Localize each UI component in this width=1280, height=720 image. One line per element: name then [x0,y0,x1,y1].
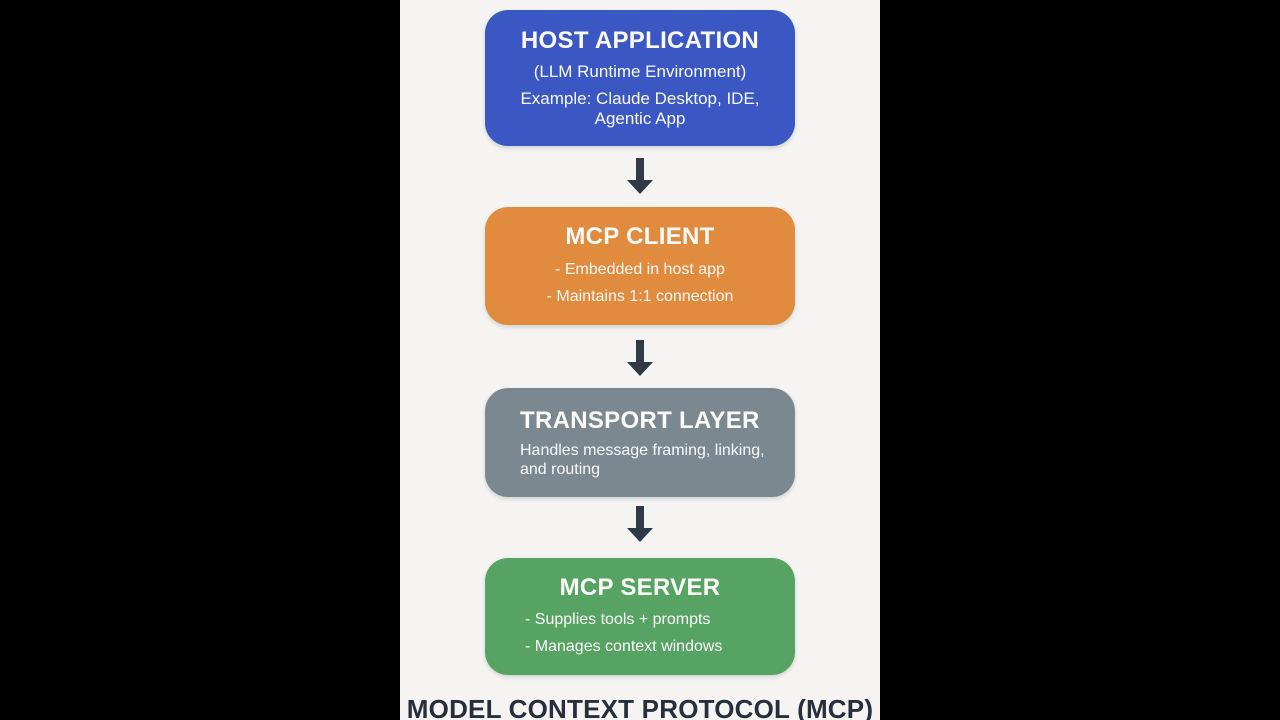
node-title: TRANSPORT LAYER [520,406,760,434]
node-text-line: - Manages context windows [525,637,723,655]
node-text-line: - Supplies tools + prompts [525,610,711,628]
arrow-stem [636,506,644,528]
node-title: MCP CLIENT [565,222,715,250]
node-title: MCP SERVER [559,573,721,601]
diagram-caption: MODEL CONTEXT PROTOCOL (MCP) [406,694,874,720]
node-body: Handles message framing, linking, and ro… [520,441,765,479]
node-body: - Embedded in host app - Maintains 1:1 c… [547,256,734,310]
node-title: HOST APPLICATION [520,27,760,54]
node-text-line: Handles message framing, linking, [520,441,765,459]
arrow-head [627,180,653,194]
node-subtitle: (LLM Runtime Environment) [533,62,747,81]
down-arrow-icon [400,158,880,194]
node-body: Example: Claude Desktop, IDE, Agentic Ap… [520,89,759,129]
arrow-stem [636,158,644,180]
down-arrow-icon [400,506,880,542]
down-arrow-icon [400,340,880,376]
node-text-line: - Embedded in host app [555,260,725,278]
node-text-line: Agentic App [594,109,686,128]
arrow-head [627,362,653,376]
node-text-line: Example: Claude Desktop, IDE, [520,89,760,108]
node-text-line: and routing [520,460,601,478]
arrow-head [627,528,653,542]
diagram-canvas: HOST APPLICATION (LLM Runtime Environmen… [400,0,880,720]
node-text-line: - Maintains 1:1 connection [546,287,734,305]
node-transport-layer: TRANSPORT LAYER Handles message framing,… [485,388,795,497]
node-mcp-client: MCP CLIENT - Embedded in host app - Main… [485,207,795,325]
arrow-stem [636,340,644,362]
node-host-application: HOST APPLICATION (LLM Runtime Environmen… [485,10,795,146]
node-body: - Supplies tools + prompts - Manages con… [485,606,795,660]
node-mcp-server: MCP SERVER - Supplies tools + prompts - … [485,558,795,675]
